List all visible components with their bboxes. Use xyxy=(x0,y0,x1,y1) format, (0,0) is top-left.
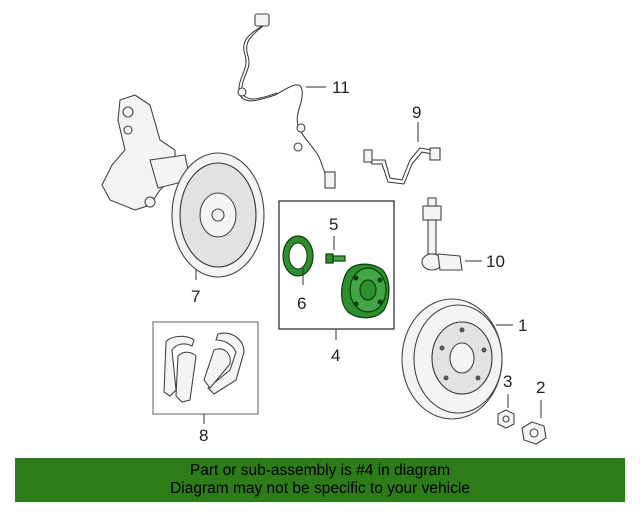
callout-9: 9 xyxy=(412,103,421,122)
callout-2: 2 xyxy=(536,378,545,397)
brake-drum[interactable] xyxy=(401,298,513,420)
hub-nut-small[interactable] xyxy=(497,394,515,429)
callout-6: 6 xyxy=(297,294,306,313)
tone-ring[interactable] xyxy=(282,235,314,285)
hub-bearing-assembly[interactable] xyxy=(335,263,390,340)
callout-10: 10 xyxy=(486,252,505,271)
knuckle-and-backing-plate[interactable] xyxy=(101,94,265,280)
hub-cap-nut[interactable] xyxy=(521,400,547,445)
parts-diagram: 11 9 10 7 6 xyxy=(101,13,547,445)
brake-shoes-box xyxy=(152,321,259,415)
callout-11: 11 xyxy=(332,78,350,97)
callout-7: 7 xyxy=(191,287,200,306)
callout-3: 3 xyxy=(503,372,512,391)
banner-line-1: Part or sub-assembly is #4 in diagram xyxy=(189,462,451,479)
callout-1: 1 xyxy=(518,316,527,335)
abs-sensor-wire[interactable] xyxy=(237,13,336,189)
info-banner: Part or sub-assembly is #4 in diagram Di… xyxy=(15,458,625,502)
hub-bolt[interactable] xyxy=(325,236,346,264)
callout-5: 5 xyxy=(329,215,338,234)
wheel-cylinder-fitting[interactable] xyxy=(421,197,482,271)
brake-shoes[interactable] xyxy=(163,332,245,424)
callout-4: 4 xyxy=(331,346,340,365)
brake-hose[interactable] xyxy=(363,122,441,185)
callout-8: 8 xyxy=(199,426,208,445)
banner-line-2: Diagram may not be specific to your vehi… xyxy=(170,480,470,497)
